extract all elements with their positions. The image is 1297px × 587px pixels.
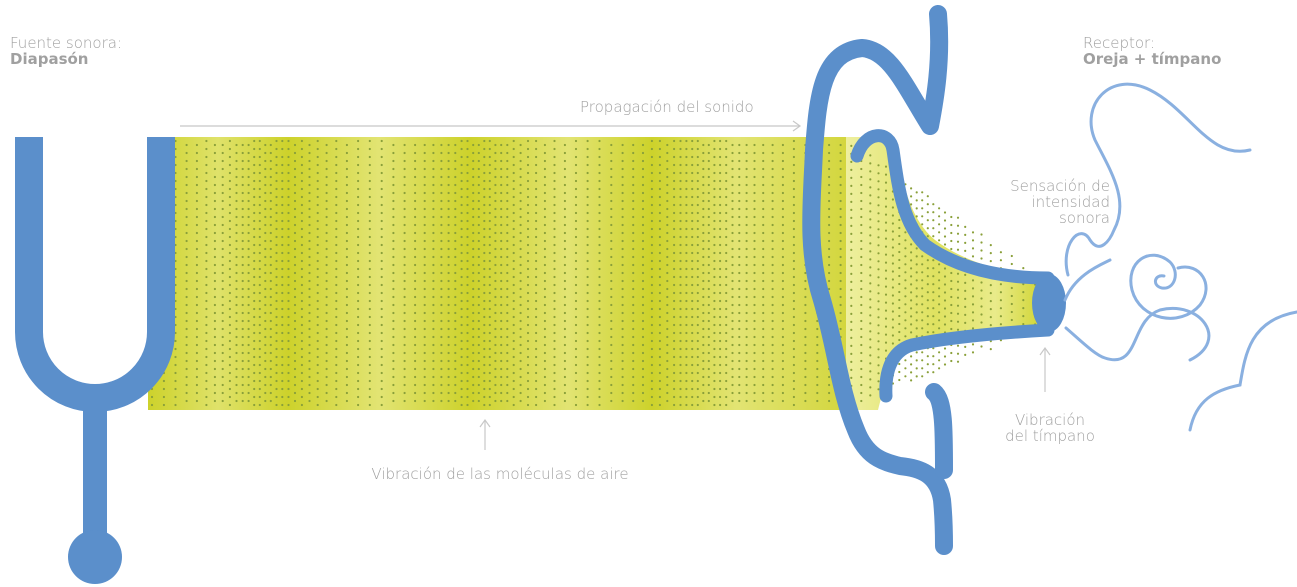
intensity-sensation-label: Sensación de intensidad sonora xyxy=(960,178,1110,226)
eardrum-vibration-label: Vibración del tímpano xyxy=(985,412,1115,444)
air-vibration-label: Vibración de las moléculas de aire xyxy=(371,465,629,483)
receiver-label: Receptor: Oreja + tímpano xyxy=(1083,35,1221,67)
source-label: Fuente sonora: Diapasón xyxy=(10,35,122,67)
ear-canal-region xyxy=(846,137,1045,410)
receiver-title: Receptor: xyxy=(1083,34,1155,52)
intensity-line-2: intensidad xyxy=(1031,193,1110,211)
eardrum-icon xyxy=(1032,274,1066,332)
air-vibration-arrow xyxy=(479,418,491,450)
canal-lower-wall xyxy=(879,323,1055,403)
eardrum-line-2: del tímpano xyxy=(1005,427,1095,445)
inner-ear-icon xyxy=(1063,82,1297,432)
propagation-label: Propagación del sonido xyxy=(580,98,754,116)
tuning-fork-knob xyxy=(68,530,122,584)
outer-ear-icon xyxy=(802,5,953,555)
receiver-name: Oreja + tímpano xyxy=(1083,50,1222,68)
source-name: Diapasón xyxy=(10,50,89,68)
intensity-line-1: Sensación de xyxy=(1010,177,1110,195)
propagation-arrow xyxy=(180,120,802,132)
eardrum-line-1: Vibración xyxy=(1014,411,1086,429)
inner-ear-fold xyxy=(850,129,1055,285)
air-wave-band xyxy=(148,137,848,410)
source-title: Fuente sonora: xyxy=(10,34,123,52)
tuning-fork-icon xyxy=(14,137,175,412)
eardrum-arrow xyxy=(1039,346,1051,392)
ear-lobe-hook xyxy=(925,383,953,479)
intensity-line-3: sonora xyxy=(1058,209,1110,227)
